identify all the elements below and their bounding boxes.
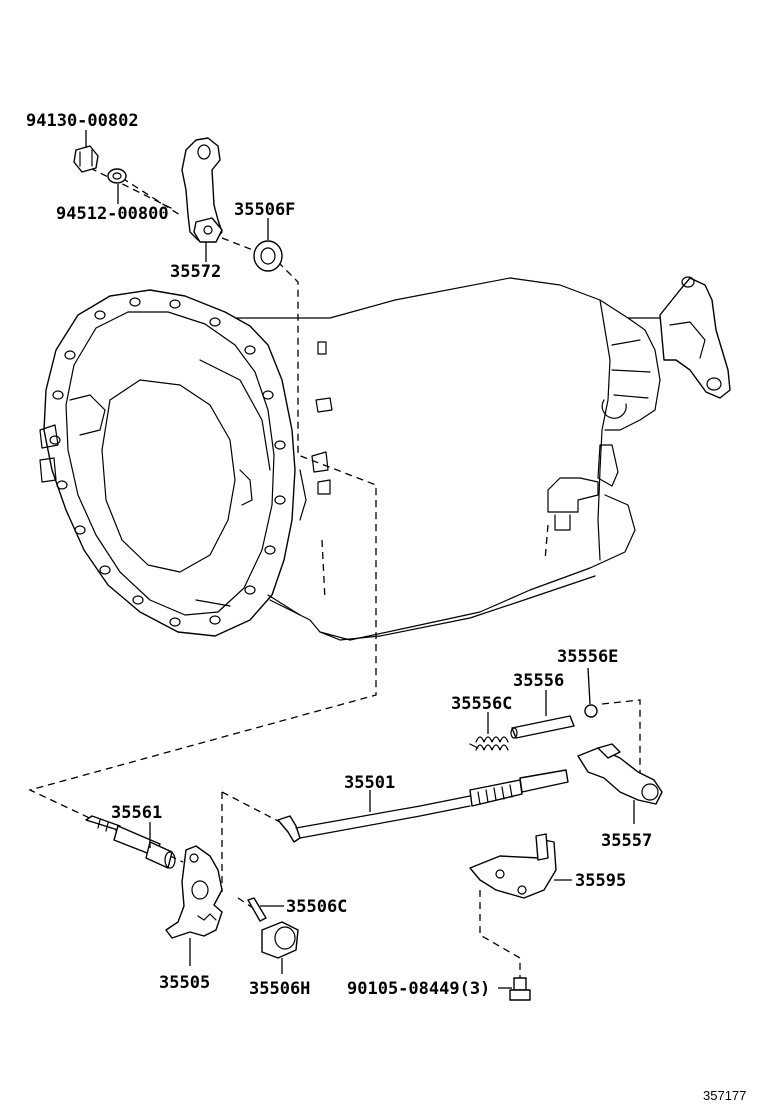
manual-valve-lever-part (165, 845, 223, 939)
bracket-part (469, 833, 557, 899)
label-35561: 35561 (111, 803, 162, 823)
lower-seal-part (261, 921, 299, 959)
label-35556c: 35556C (451, 694, 512, 714)
nut-part (73, 145, 99, 173)
label-35595: 35595 (575, 871, 626, 891)
spring-part (469, 736, 509, 751)
label-35506h: 35506H (249, 979, 310, 999)
plug-part (584, 704, 598, 718)
roll-pin-part (247, 897, 267, 922)
detent-pin-part (510, 715, 575, 739)
shaft-part (85, 815, 176, 869)
washer-part (107, 168, 127, 184)
label-90105-08449: 90105-08449(3) (347, 979, 490, 999)
label-94130-00802: 94130-00802 (26, 111, 139, 131)
part-labels: 94130-00802 94512-00800 35572 35506F 355… (26, 111, 652, 999)
bellhousing-bolt-holes (49, 297, 286, 627)
upper-seal-part (253, 240, 283, 272)
label-35556e: 35556E (557, 647, 618, 667)
label-35501: 35501 (344, 773, 395, 793)
label-35506c: 35506C (286, 897, 347, 917)
label-35505: 35505 (159, 973, 210, 993)
label-94512-00800: 94512-00800 (56, 204, 169, 224)
figure-number: 357177 (703, 1088, 746, 1103)
leader-lines (85, 130, 635, 989)
transmission-assembly (39, 276, 731, 641)
label-35556: 35556 (513, 671, 564, 691)
control-rod-part (277, 769, 569, 843)
label-35572: 35572 (170, 262, 221, 282)
detent-lever-part (577, 743, 663, 805)
label-35557: 35557 (601, 831, 652, 851)
bolt-part (509, 977, 531, 1001)
label-35506f: 35506F (234, 200, 295, 220)
upper-lever-part (181, 137, 223, 243)
assembly-guide-lines (28, 167, 641, 980)
